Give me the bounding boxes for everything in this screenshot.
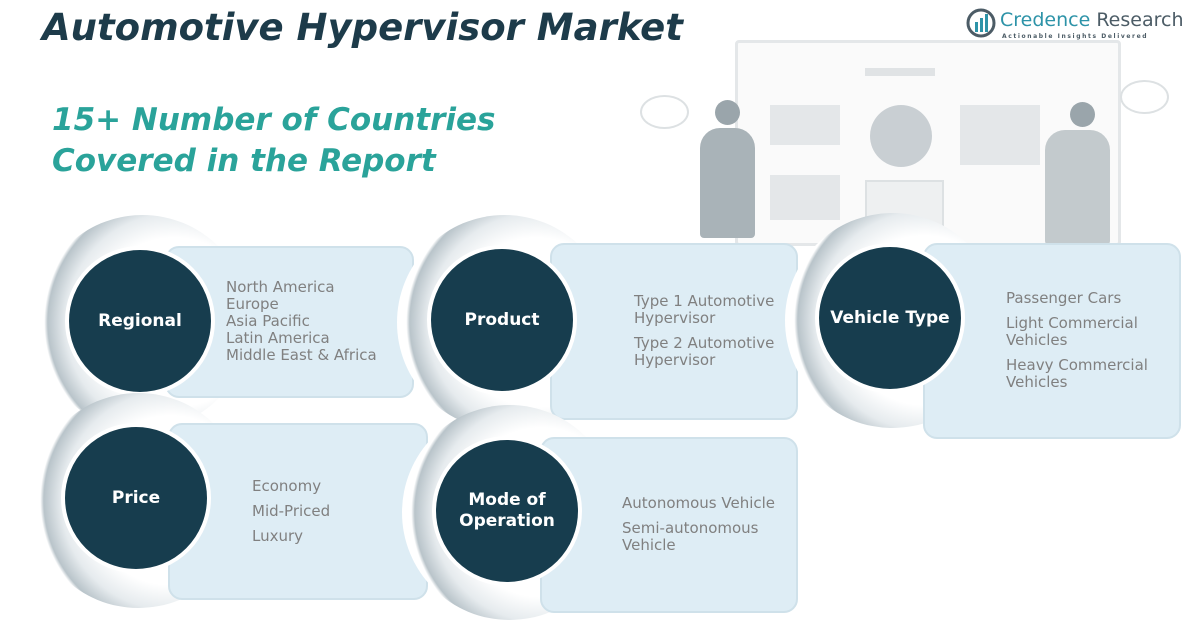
- logo-name-2: Research: [1096, 9, 1184, 31]
- list-item: Asia Pacific: [226, 312, 310, 330]
- segment-circle-regional: Regional: [65, 246, 215, 396]
- subtitle-line-1: 15+ Number of Countries: [52, 102, 496, 138]
- list-item: Latin America: [226, 329, 330, 347]
- segment-box-price: [168, 423, 428, 600]
- logo-name: Credence: [1000, 9, 1091, 31]
- segment-label: Product: [464, 309, 540, 330]
- list-item: Luxury: [252, 527, 304, 545]
- list-item: Passenger Cars: [1006, 289, 1122, 307]
- segment-label: Regional: [98, 310, 182, 331]
- subtitle-line-2: Covered in the Report: [52, 143, 436, 179]
- logo-icon: [966, 8, 996, 38]
- list-item: Autonomous Vehicle: [622, 494, 776, 512]
- list-item: Mid-Priced: [252, 502, 331, 520]
- segment-box-vehicle-type: [923, 243, 1181, 439]
- segment-circle-price: Price: [61, 423, 211, 573]
- list-item: Semi-autonomous Vehicle: [622, 519, 759, 554]
- list-item: Type 1 Automotive Hypervisor: [634, 292, 775, 327]
- segment-label: Mode of Operation: [459, 490, 555, 531]
- segment-box-mode-of-operation: [540, 437, 798, 613]
- logo-tagline: Actionable Insights Delivered: [1002, 33, 1149, 40]
- list-item: Middle East & Africa: [226, 346, 377, 364]
- list-item: Europe: [226, 295, 279, 313]
- segment-circle-vehicle-type: Vehicle Type: [815, 243, 965, 393]
- segment-circle-product: Product: [427, 245, 577, 395]
- segment-box-product: [550, 243, 798, 420]
- list-item: Type 2 Automotive Hypervisor: [634, 334, 775, 369]
- page-title: Automotive Hypervisor Market: [42, 6, 683, 49]
- segment-label: Vehicle Type: [830, 307, 950, 328]
- logo: Credence Research Actionable Insights De…: [966, 8, 1183, 42]
- list-item: Light Commercial Vehicles: [1006, 314, 1138, 349]
- list-item: Heavy Commercial Vehicles: [1006, 356, 1148, 391]
- list-item: Economy: [252, 477, 322, 495]
- segment-label: Price: [111, 487, 161, 508]
- list-item: North America: [226, 278, 335, 296]
- segment-circle-mode-of-operation: Mode of Operation: [432, 436, 582, 586]
